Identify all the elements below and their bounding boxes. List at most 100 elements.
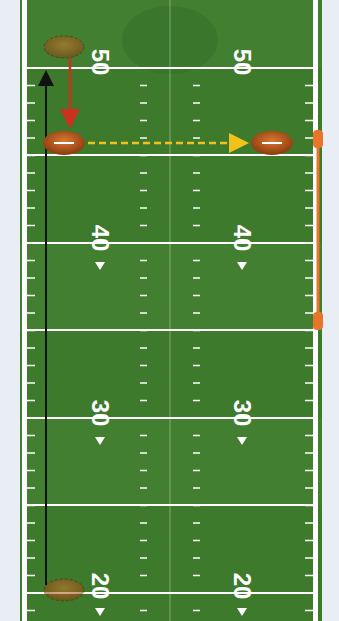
hash-mark [193, 540, 200, 542]
hash-mark [193, 522, 200, 524]
hash-mark [27, 277, 35, 279]
hash-mark [27, 452, 35, 454]
hash-mark [305, 400, 313, 402]
hash-mark [193, 347, 200, 349]
hash-mark [193, 137, 200, 139]
hash-mark [305, 67, 313, 69]
hash-mark [305, 242, 313, 244]
hash-mark [305, 277, 313, 279]
hash-mark [305, 207, 313, 209]
hash-mark [305, 540, 313, 542]
yard-number: 30 [230, 400, 254, 427]
hash-mark [27, 365, 35, 367]
hash-mark [140, 155, 147, 157]
hash-mark [305, 330, 313, 332]
hash-mark [305, 137, 313, 139]
hash-mark [193, 417, 200, 419]
hash-mark [27, 610, 35, 612]
hash-mark [193, 592, 200, 594]
hash-mark [305, 260, 313, 262]
hash-mark [193, 505, 200, 507]
hash-mark [305, 505, 313, 507]
hash-mark [140, 540, 147, 542]
hash-mark [27, 137, 35, 139]
hash-mark [140, 225, 147, 227]
hash-mark [193, 435, 200, 437]
hash-mark [305, 225, 313, 227]
hash-mark [305, 575, 313, 577]
hash-mark [140, 242, 147, 244]
yard-number: 20 [230, 573, 254, 600]
hash-mark [305, 190, 313, 192]
yard-number: 30 [88, 400, 112, 427]
hash-mark [27, 522, 35, 524]
hash-mark [193, 365, 200, 367]
hash-mark [140, 575, 147, 577]
hash-mark [305, 85, 313, 87]
hash-mark [193, 85, 200, 87]
hash-mark [140, 417, 147, 419]
hash-mark [27, 102, 35, 104]
hash-mark [305, 592, 313, 594]
hash-mark [193, 312, 200, 314]
hash-mark [193, 470, 200, 472]
hash-mark [27, 172, 35, 174]
hash-mark [27, 382, 35, 384]
hash-mark [193, 207, 200, 209]
hash-mark [305, 120, 313, 122]
hash-mark [193, 575, 200, 577]
hash-mark [27, 540, 35, 542]
hash-mark [27, 242, 35, 244]
hash-mark [140, 295, 147, 297]
hash-mark [193, 242, 200, 244]
yard-number: 40 [230, 225, 254, 252]
hash-mark [140, 312, 147, 314]
hash-mark [305, 417, 313, 419]
hash-mark [27, 295, 35, 297]
yard-number: 20 [88, 573, 112, 600]
hash-mark [140, 85, 147, 87]
hash-mark [27, 330, 35, 332]
hash-mark [305, 365, 313, 367]
hash-mark [140, 400, 147, 402]
hash-mark [305, 295, 313, 297]
hash-mark [193, 102, 200, 104]
hash-mark [193, 260, 200, 262]
hash-mark [305, 312, 313, 314]
hash-mark [27, 417, 35, 419]
hash-mark [140, 382, 147, 384]
yard-number: 50 [230, 49, 254, 76]
hash-mark [27, 85, 35, 87]
hash-mark [27, 470, 35, 472]
hash-mark [27, 505, 35, 507]
hash-mark [305, 487, 313, 489]
hash-mark [193, 487, 200, 489]
hash-mark [27, 592, 35, 594]
hash-mark [305, 522, 313, 524]
hash-mark [140, 137, 147, 139]
hash-mark [140, 120, 147, 122]
hash-mark [140, 190, 147, 192]
hash-mark [140, 592, 147, 594]
hash-mark [193, 610, 200, 612]
hash-mark [27, 557, 35, 559]
hash-mark [193, 557, 200, 559]
hash-mark [140, 505, 147, 507]
hash-mark [140, 487, 147, 489]
hash-mark [140, 260, 147, 262]
hash-mark [193, 67, 200, 69]
hash-mark [27, 312, 35, 314]
yard-number: 50 [88, 49, 112, 76]
hash-mark [27, 67, 35, 69]
hash-mark [27, 435, 35, 437]
hash-mark [27, 260, 35, 262]
hash-mark [193, 225, 200, 227]
hash-mark [305, 470, 313, 472]
hash-mark [193, 172, 200, 174]
hash-mark [140, 452, 147, 454]
hash-mark [27, 487, 35, 489]
hash-mark [305, 102, 313, 104]
hash-mark [27, 575, 35, 577]
